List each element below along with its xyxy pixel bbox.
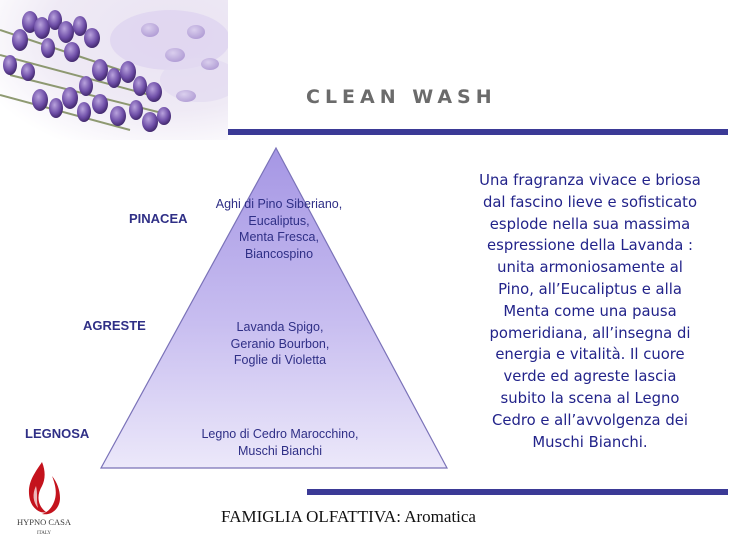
flame-icon xyxy=(28,462,60,515)
description-line: subito la scena al Legno xyxy=(500,389,680,407)
description-line: Muschi Bianchi. xyxy=(532,433,648,451)
note-item: Geranio Bourbon, xyxy=(230,336,330,351)
fragrance-pyramid xyxy=(99,146,449,469)
description-line: unita armoniosamente al xyxy=(497,259,683,277)
description-line: dal fascino lieve e sofisticato xyxy=(482,193,698,211)
lavender-photo xyxy=(0,0,228,140)
fragrance-description: Una fragranza vivace e briosa dal fascin… xyxy=(452,170,728,453)
description-line: Cedro e all’avvolgenza dei xyxy=(492,411,688,429)
note-item: Legno di Cedro Marocchino, xyxy=(201,427,359,441)
description-line: Menta come una pausa xyxy=(503,302,677,320)
level-label-legnosa: LEGNOSA xyxy=(25,426,90,441)
top-divider xyxy=(228,129,728,135)
hypno-casa-logo: HYPNO CASA ITALY xyxy=(17,462,72,536)
note-item: Aghi di Pino Siberiano, xyxy=(215,197,343,211)
top-notes: Aghi di Pino Siberiano, Eucaliptus, Ment… xyxy=(179,196,379,262)
level-label-pinacea: PINACEA xyxy=(129,211,188,226)
olfactory-family: FAMIGLIA OLFATTIVA: Aromatica xyxy=(221,507,476,527)
heart-notes: Lavanda Spigo, Geranio Bourbon, Foglie d… xyxy=(180,319,380,369)
bottom-divider xyxy=(307,489,728,495)
description-line: espressione della Lavanda : xyxy=(487,237,693,255)
page-title: CLEAN WASH xyxy=(306,86,497,108)
base-notes: Legno di Cedro Marocchino, Muschi Bianch… xyxy=(180,426,380,459)
note-item: Muschi Bianchi xyxy=(237,443,323,458)
note-item: Foglie di Violetta xyxy=(233,353,327,367)
level-label-agreste: AGRESTE xyxy=(83,318,146,333)
description-line: pomeridiana, all’insegna di xyxy=(489,324,691,342)
note-item: Eucaliptus, xyxy=(248,213,310,228)
description-line: verde ed agreste lascia xyxy=(503,368,677,386)
note-item: Menta Fresca, xyxy=(239,230,319,244)
family-value: Aromatica xyxy=(404,507,476,526)
svg-text:ITALY: ITALY xyxy=(37,531,51,536)
note-item: Biancospino xyxy=(244,246,314,261)
svg-text:HYPNO CASA: HYPNO CASA xyxy=(17,517,72,527)
note-item: Lavanda Spigo, xyxy=(236,320,324,334)
description-line: Una fragranza vivace e briosa xyxy=(479,172,701,189)
family-label: FAMIGLIA OLFATTIVA: xyxy=(221,507,401,526)
description-line: Pino, all’Eucaliptus e alla xyxy=(498,280,682,298)
description-line: esplode nella sua massima xyxy=(489,215,691,233)
description-line: energia e vitalità. Il cuore xyxy=(495,346,685,364)
